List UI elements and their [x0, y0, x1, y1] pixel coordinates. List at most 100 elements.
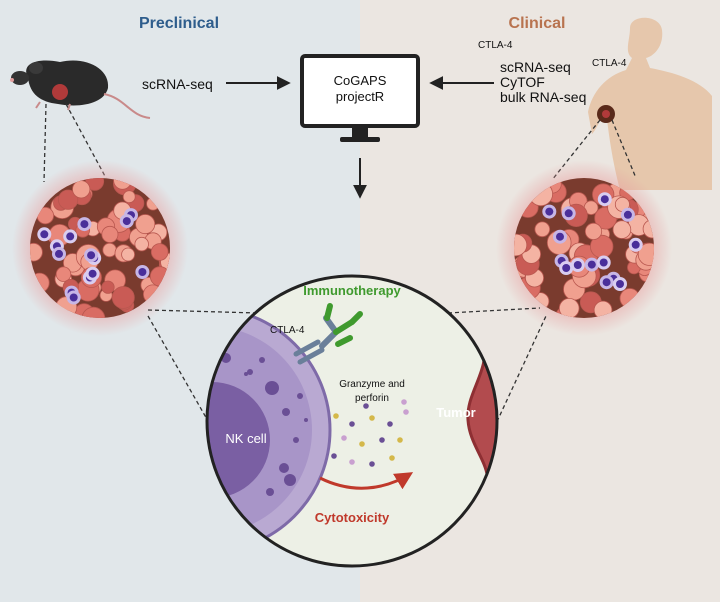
mouse-icon	[10, 60, 151, 119]
immune-cell-nucleus	[87, 251, 96, 260]
tissue-zoom-link-right-top	[447, 307, 541, 314]
granzyme-particle	[401, 399, 407, 405]
nk-granule	[297, 393, 303, 399]
granzyme-particle	[397, 437, 403, 443]
immune-cell-nucleus	[600, 195, 609, 204]
immune-cell-nucleus	[602, 278, 611, 287]
immune-cell-nucleus	[562, 264, 571, 272]
granzyme-particle	[363, 403, 369, 409]
preclinical-title: Preclinical	[139, 15, 219, 32]
nk-cell-label: NK cell	[225, 431, 266, 446]
immune-cell-nucleus	[623, 210, 632, 219]
immune-cell-nucleus	[599, 258, 608, 267]
tumor-cell	[55, 266, 72, 282]
right-input-scrnaseq: scRNA-seq	[500, 59, 571, 75]
zoom-circle	[205, 274, 499, 568]
nk-granule	[266, 488, 274, 496]
granzyme-particle	[349, 459, 355, 465]
mouse-tissue-link-left	[43, 103, 47, 183]
tumor-cell	[111, 286, 135, 309]
tumor-cell	[122, 190, 136, 204]
tissue-zoom-link-left-bottom	[147, 315, 213, 429]
granzyme-label-line2: perforin	[355, 393, 389, 404]
tumor-cell	[57, 189, 79, 210]
preclinical-tumor-tissue	[12, 160, 188, 336]
nk-granule	[293, 437, 299, 443]
clinical-tumor-tissue	[496, 160, 672, 336]
clinical-title: Clinical	[509, 15, 566, 32]
tumor-cell	[102, 242, 117, 258]
granzyme-particle	[403, 409, 409, 415]
immune-cell-nucleus	[138, 268, 147, 276]
tumor-cell	[584, 222, 603, 240]
tumor-cell	[558, 297, 580, 318]
granzyme-particle	[389, 455, 395, 461]
immune-cell-nucleus	[616, 280, 624, 288]
nk-granule	[265, 381, 279, 395]
nk-granule	[244, 372, 248, 376]
computer-label-line1: CoGAPS	[334, 73, 387, 88]
tumor-cell	[612, 220, 632, 239]
nk-granule	[279, 463, 289, 473]
tumor-cell	[72, 180, 91, 199]
nk-granule	[284, 474, 296, 486]
granzyme-particle	[379, 437, 385, 443]
tumor-cell	[534, 221, 551, 238]
tissue-zoom-link-left-top	[147, 309, 259, 314]
granzyme-particle	[359, 441, 365, 447]
antibody-icon	[293, 303, 363, 365]
tumor-cell	[101, 225, 119, 243]
tumor-cell	[30, 242, 43, 262]
granzyme-particle	[349, 421, 355, 427]
granzyme-particle	[387, 421, 393, 427]
tumor-cell	[134, 236, 149, 252]
nk-granule	[282, 408, 290, 416]
tumor-cell	[81, 306, 106, 318]
tumor-cell	[135, 214, 156, 235]
cytotoxicity-arrow	[319, 472, 414, 490]
nk-granule	[259, 357, 265, 363]
immune-cell-nucleus	[556, 232, 564, 241]
immune-cell-nucleus	[587, 260, 596, 269]
cytotoxicity-label: Cytotoxicity	[315, 510, 390, 525]
ctla4-body-label: CTLA-4	[592, 58, 627, 69]
granzyme-particle	[331, 453, 337, 459]
ctla4-zoom-label: CTLA-4	[270, 325, 305, 336]
nk-granule	[247, 369, 253, 375]
immune-cell-nucleus	[573, 261, 582, 269]
computer-label-line2: projectR	[336, 89, 384, 104]
tumor-cell	[637, 242, 654, 266]
human-tissue-link-right	[611, 119, 637, 179]
tumor-cell	[121, 247, 136, 262]
granzyme-label-line1: Granzyme and	[339, 379, 405, 390]
immune-cell-nucleus	[88, 269, 97, 278]
left-input-label: scRNA-seq	[142, 76, 213, 92]
granzyme-particle	[341, 435, 347, 441]
immune-cell-nucleus	[40, 230, 49, 239]
tumor-cell	[150, 243, 169, 261]
ctla4-top-label: CTLA-4	[478, 40, 513, 51]
tumor-label: Tumor	[436, 405, 475, 420]
immune-cell-nucleus	[55, 249, 63, 258]
right-input-bulk: bulk RNA-seq	[500, 89, 586, 105]
tumor-cell	[101, 280, 115, 294]
immune-cell-nucleus	[69, 293, 78, 302]
immunotherapy-label: Immunotherapy	[303, 283, 401, 298]
right-input-cytof: CyTOF	[500, 74, 545, 90]
immune-cell-nucleus	[545, 207, 554, 216]
granzyme-particle	[369, 415, 375, 421]
tumor-cell	[85, 178, 105, 191]
nk-granule	[304, 418, 308, 422]
granzyme-particle	[369, 461, 375, 467]
granzyme-particle	[333, 413, 339, 419]
immune-cell-nucleus	[66, 232, 75, 241]
immune-cell-nucleus	[631, 240, 640, 249]
tumor-cell	[514, 233, 528, 257]
immune-cell-nucleus	[80, 220, 89, 229]
immune-cell-nucleus	[564, 209, 573, 218]
immune-cell-nucleus	[122, 217, 131, 226]
human-torso-icon	[588, 17, 712, 191]
computer-monitor-icon	[300, 54, 420, 142]
